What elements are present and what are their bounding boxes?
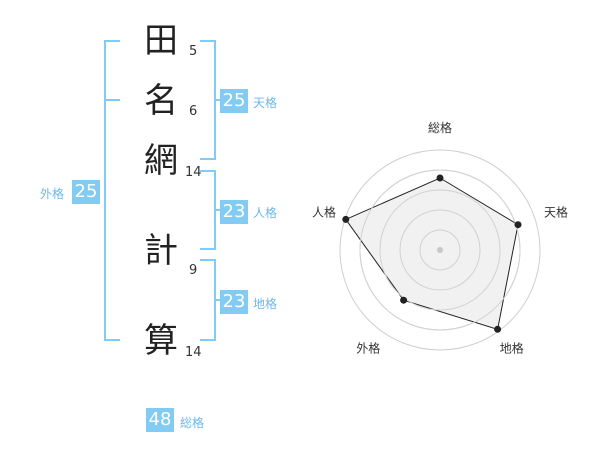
radar-grid-ring bbox=[359, 169, 521, 331]
bracket-tick bbox=[104, 99, 120, 101]
stroke-count-1: 5 bbox=[189, 44, 198, 59]
radar-point-2 bbox=[514, 221, 522, 229]
bracket-tick bbox=[214, 209, 222, 211]
radar-grid-ring bbox=[419, 229, 461, 271]
name-char-4: 計 bbox=[144, 231, 178, 271]
tenkaku-score: 25 bbox=[220, 89, 248, 113]
stroke-count-3: 14 bbox=[185, 165, 202, 180]
name-char-1: 田 bbox=[144, 21, 178, 61]
radar-point-3 bbox=[494, 325, 502, 333]
tenkaku-label: 天格 bbox=[253, 96, 278, 110]
radar-grid-ring bbox=[379, 189, 501, 311]
stroke-count-5: 14 bbox=[185, 345, 202, 360]
name-char-3: 網 bbox=[144, 141, 178, 181]
radar-axis-label-5: 人格 bbox=[312, 204, 336, 219]
radar-grid-ring bbox=[399, 209, 481, 291]
radar-axis-label-4: 外格 bbox=[356, 341, 380, 356]
radar-point-4 bbox=[400, 296, 408, 304]
radar-axis-label-2: 天格 bbox=[544, 204, 568, 219]
chikaku-score: 23 bbox=[220, 290, 248, 314]
name-char-5: 算 bbox=[144, 321, 178, 361]
radar-axis-label-3: 地格 bbox=[500, 341, 524, 356]
gaikaku-bracket bbox=[104, 40, 120, 341]
jinkaku-score: 23 bbox=[220, 200, 248, 224]
radar-axis-label-1: 総格 bbox=[428, 120, 452, 135]
gaikaku-score: 25 bbox=[72, 180, 100, 204]
jinkaku-label: 人格 bbox=[253, 206, 278, 220]
radar-point-1 bbox=[436, 174, 444, 182]
gaikaku-label: 外格 bbox=[40, 187, 65, 201]
name-char-2: 名 bbox=[144, 81, 178, 121]
radar-series-area bbox=[345, 177, 519, 330]
chikaku-label: 地格 bbox=[253, 297, 278, 311]
radar-grid-ring bbox=[339, 149, 541, 351]
stroke-count-2: 6 bbox=[189, 104, 198, 119]
soukaku-label: 総格 bbox=[180, 416, 205, 430]
radar-center-dot bbox=[437, 247, 443, 253]
radar-point-5 bbox=[342, 215, 350, 223]
soukaku-score: 48 bbox=[146, 408, 174, 432]
stroke-count-4: 9 bbox=[189, 263, 198, 278]
bracket-tick bbox=[214, 99, 222, 101]
bracket-tick bbox=[214, 299, 222, 301]
